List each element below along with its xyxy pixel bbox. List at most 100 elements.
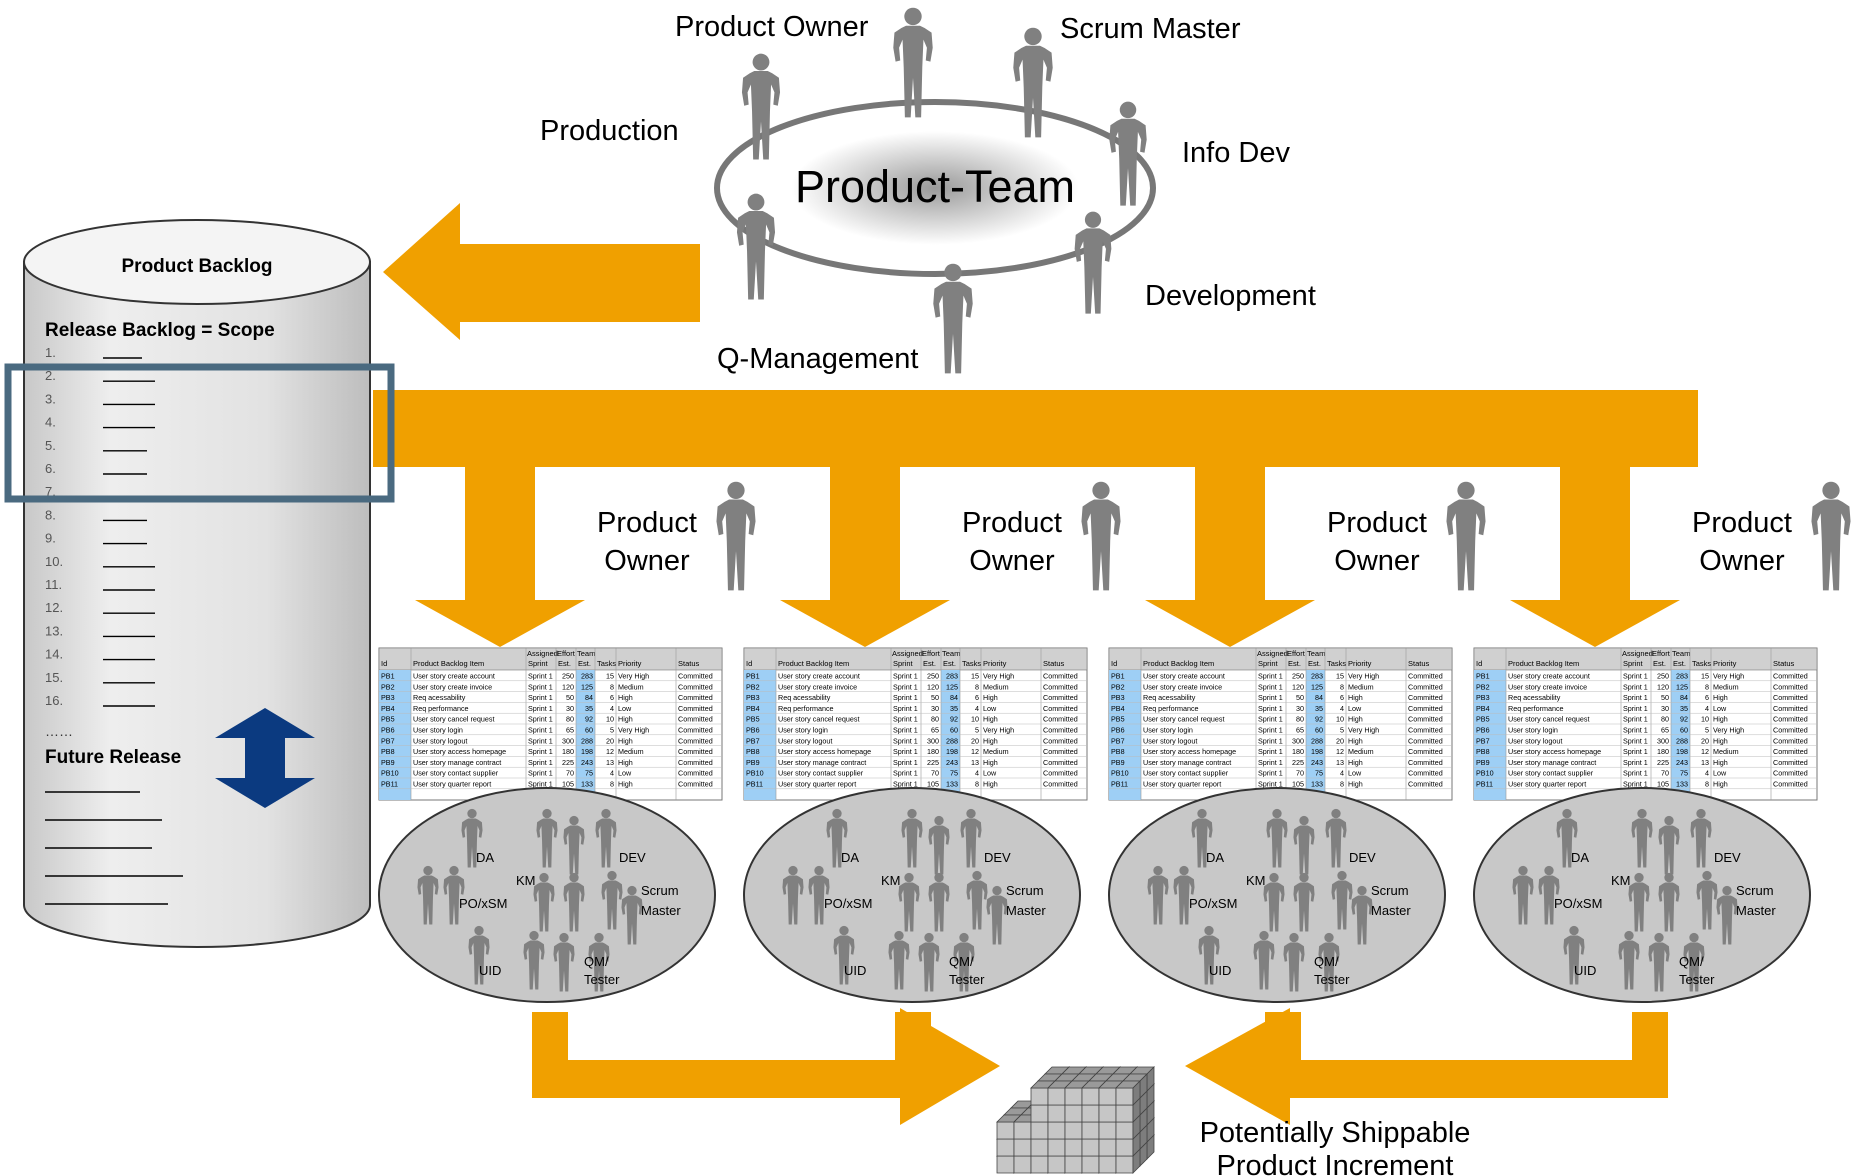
table-group-header: Team <box>577 649 595 658</box>
table-cell: User story create account <box>1143 672 1225 681</box>
future-release-lines <box>45 791 183 905</box>
down-arrow <box>780 467 950 647</box>
backlog-item-number: 5. <box>45 438 56 453</box>
team-role-label: Tester <box>1679 972 1715 987</box>
table-cell: 65 <box>1661 726 1669 735</box>
team-role-label: Master <box>641 903 681 918</box>
table-cell: Committed <box>1773 747 1808 756</box>
table-cell: 5 <box>1340 726 1344 735</box>
table-cell: Sprint 1 <box>1258 682 1283 691</box>
table-header-cell: Tasks <box>1327 659 1346 668</box>
table-cell: Medium <box>618 682 644 691</box>
team-role-label: QM/ <box>1314 954 1339 969</box>
product-team-title: Product-Team <box>795 161 1075 212</box>
table-cell: PB6 <box>1476 726 1490 735</box>
table-header-cell: Product Backlog Item <box>778 659 849 668</box>
table-cell: 250 <box>1657 672 1669 681</box>
table-cell: 75 <box>950 769 958 778</box>
table-cell: PB6 <box>1111 726 1125 735</box>
table-header-cell: Priority <box>618 659 642 668</box>
table-cell: 75 <box>1315 769 1323 778</box>
table-cell: Committed <box>1773 715 1808 724</box>
table-cell: Low <box>983 704 997 713</box>
table-cell: PB4 <box>1476 704 1490 713</box>
table-cell: 60 <box>1680 726 1688 735</box>
table-cell: 92 <box>1680 715 1688 724</box>
table-header-cell: Product Backlog Item <box>413 659 484 668</box>
team-role-label: PO/xSM <box>1189 896 1237 911</box>
table-cell: Req acessability <box>778 693 831 702</box>
table-cell: PB6 <box>381 726 395 735</box>
table-cell: 120 <box>1657 682 1669 691</box>
table-cell: Committed <box>678 704 713 713</box>
table-cell: User story contact supplier <box>1143 769 1229 778</box>
table-header-cell: Est. <box>943 659 956 668</box>
table-cell: PB10 <box>1111 769 1129 778</box>
table-cell: Medium <box>983 682 1009 691</box>
table-cell: Sprint 1 <box>1258 672 1283 681</box>
table-header-cell: Product Backlog Item <box>1508 659 1579 668</box>
table-cell: Sprint 1 <box>528 780 553 789</box>
table-cell: Sprint 1 <box>1258 758 1283 767</box>
table-cell: Sprint 1 <box>1258 736 1283 745</box>
table-cell: 80 <box>931 715 939 724</box>
table-cell: Req acessability <box>1143 693 1196 702</box>
table-cell: High <box>1713 715 1728 724</box>
table-cell: 288 <box>1676 736 1688 745</box>
person-icon <box>716 481 756 591</box>
table-group-header: Assigned <box>892 649 923 658</box>
table-cell: PB10 <box>1476 769 1494 778</box>
table-cell: 12 <box>971 747 979 756</box>
team-role-label: PO/xSM <box>459 896 507 911</box>
table-cell: Sprint 1 <box>893 769 918 778</box>
table-header-cell: Est. <box>1673 659 1686 668</box>
table-cell: 65 <box>566 726 574 735</box>
table-cell: Req performance <box>778 704 834 713</box>
table-cell: Sprint 1 <box>893 715 918 724</box>
table-cell: Committed <box>678 736 713 745</box>
increment-label-line2: Product Increment <box>1217 1150 1454 1176</box>
team-role-label: Master <box>1736 903 1776 918</box>
table-cell: Committed <box>1773 758 1808 767</box>
backlog-title: Product Backlog <box>122 256 273 277</box>
table-cell: Sprint 1 <box>893 682 918 691</box>
table-cell: 12 <box>1701 747 1709 756</box>
table-cell: Medium <box>1713 682 1739 691</box>
product-backlog: Product Backlog Release Backlog = Scope … <box>23 219 371 948</box>
table-cell: Sprint 1 <box>1623 682 1648 691</box>
backlog-item-number: 12. <box>45 600 63 615</box>
backlog-ellipsis: …… <box>45 723 73 739</box>
team-role-label: UID <box>844 963 866 978</box>
table-header-cell: Status <box>1043 659 1065 668</box>
table-cell: 15 <box>1336 672 1344 681</box>
team-product-owner-label: Product <box>962 507 1062 539</box>
table-cell: Sprint 1 <box>1258 780 1283 789</box>
table-cell: Committed <box>1408 736 1443 745</box>
table-cell: 13 <box>971 758 979 767</box>
table-cell: 225 <box>1657 758 1669 767</box>
table-cell: User story create account <box>413 672 495 681</box>
table-cell: 5 <box>975 726 979 735</box>
table-cell: PB1 <box>1111 672 1125 681</box>
table-cell: 84 <box>1315 693 1323 702</box>
table-cell: 225 <box>562 758 574 767</box>
table-cell: Req performance <box>1508 704 1564 713</box>
table-cell: High <box>618 736 633 745</box>
table-header-cell: Est. <box>1288 659 1301 668</box>
table-cell: Sprint 1 <box>1258 715 1283 724</box>
table-header-cell: Id <box>381 659 387 668</box>
team-role-label: KM <box>516 873 536 888</box>
table-cell: 13 <box>606 758 614 767</box>
table-cell: Sprint 1 <box>893 704 918 713</box>
table-cell: 300 <box>1657 736 1669 745</box>
table-cell: Sprint 1 <box>528 758 553 767</box>
table-cell: High <box>1713 693 1728 702</box>
table-cell: Low <box>618 769 632 778</box>
table-cell: Low <box>1348 704 1362 713</box>
table-cell: Req performance <box>413 704 469 713</box>
table-cell: High <box>618 715 633 724</box>
table-group-header: Assigned <box>1622 649 1653 658</box>
